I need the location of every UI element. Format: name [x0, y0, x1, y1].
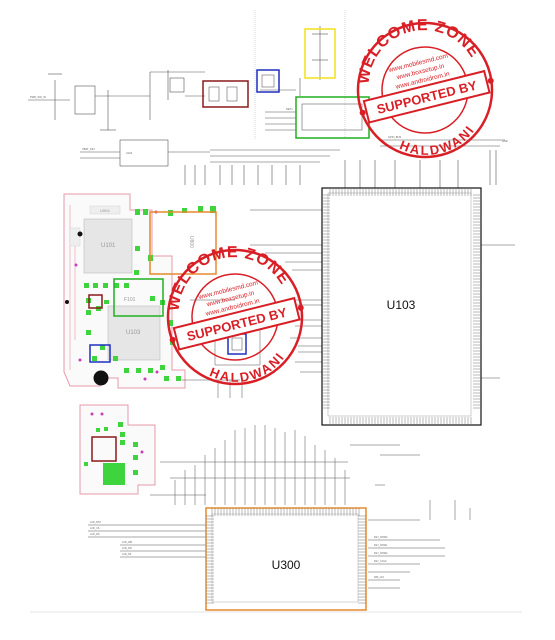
pcb-label-u103: U103: [126, 330, 141, 336]
svg-text:U102: U102: [126, 151, 133, 155]
top-schematic-labels: PWR_SW_IN VBAT_KEY U102 NET1 GPIO_BUS GN…: [30, 95, 508, 155]
svg-text:KEY_ROW0: KEY_ROW0: [374, 536, 388, 539]
svg-text:KEY_COL0: KEY_COL0: [374, 560, 387, 563]
svg-text:SIM_CLK: SIM_CLK: [374, 576, 385, 579]
pcb-label-f101: F101: [124, 297, 136, 303]
highlight-blue-box: [256, 69, 280, 93]
lower-schematic: [88, 425, 471, 589]
pcb-chip-u101: [83, 218, 133, 274]
svg-text:NET1: NET1: [286, 107, 293, 111]
pcb-test-points: [74, 210, 159, 381]
pcb-fragment-lower: [79, 404, 156, 495]
board-blue-box: [89, 344, 111, 363]
svg-text:LCD_RD: LCD_RD: [122, 547, 132, 550]
stamp-mid-city: HALDWANI: [205, 346, 292, 393]
stamp-top-city: HALDWANI: [395, 119, 482, 166]
pcb-label-u904: U904: [100, 208, 110, 213]
u103-chip: U103: [321, 187, 482, 426]
u103-label: U103: [387, 298, 416, 312]
svg-text:LCD_D0: LCD_D0: [122, 553, 132, 556]
svg-text:LCD_RS: LCD_RS: [90, 533, 100, 536]
svg-text:VBAT_KEY: VBAT_KEY: [82, 147, 95, 151]
board-green-box: [113, 278, 164, 317]
u300-chip: U300: [205, 507, 367, 611]
top-box-components: [208, 74, 363, 131]
pcb-label-u101: U101: [101, 243, 116, 249]
highlight-brown-box: [202, 80, 249, 108]
svg-text:KEY_ROW1: KEY_ROW1: [374, 544, 388, 547]
top-schematic: [28, 26, 505, 190]
svg-text:LCD_WR: LCD_WR: [122, 541, 132, 544]
watermark-stamp-top: WELCOME ZONE HALDWANI www.mobilesmd.com …: [344, 3, 494, 166]
pcb-green-pads: [84, 206, 216, 381]
svg-text:PWR_SW_IN: PWR_SW_IN: [30, 95, 46, 99]
pcb-mount-hole: [77, 231, 83, 237]
lower-schematic-labels: LCD_RST LCD_CS LCD_RS LCD_WR LCD_RD LCD_…: [90, 521, 388, 579]
pcb-mount-hole: [65, 300, 69, 304]
pcb-label-u800: U800: [188, 236, 194, 248]
pcb-green-chip: [103, 463, 125, 485]
lower-brown-box: [91, 436, 117, 462]
svg-text:LCD_CS: LCD_CS: [90, 527, 100, 530]
board-brown-box: [88, 294, 103, 309]
svg-text:GND: GND: [502, 139, 508, 143]
svg-text:LCD_RST: LCD_RST: [90, 521, 101, 524]
svg-text:KEY_ROW2: KEY_ROW2: [374, 552, 388, 555]
u300-label: U300: [272, 558, 301, 572]
svg-text:GPIO_BUS: GPIO_BUS: [388, 135, 402, 139]
top-separators: [254, 10, 346, 140]
pcb-chip-u103: [107, 305, 161, 361]
pcb-large-hole: [93, 370, 109, 386]
pcb-board: U101 U103 F101 U904 U800: [63, 193, 216, 389]
highlight-yellow-box: [304, 28, 336, 79]
